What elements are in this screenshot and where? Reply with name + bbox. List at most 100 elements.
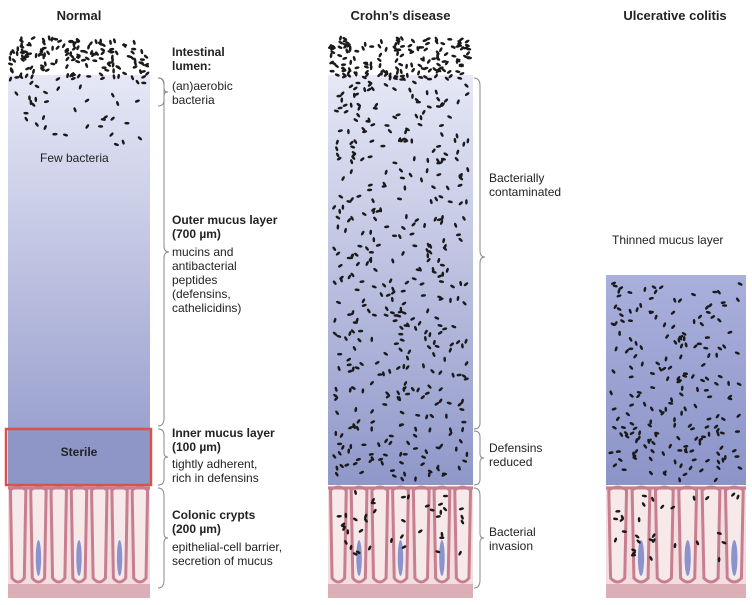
bacterium <box>369 139 375 143</box>
bracket-invasion <box>473 487 485 589</box>
bacterium <box>459 408 465 411</box>
bacterium <box>349 169 353 175</box>
bacterium <box>367 308 371 314</box>
bacterium <box>440 531 444 538</box>
bacterium <box>98 57 104 61</box>
bacterium <box>370 336 374 342</box>
bacterium <box>383 352 388 356</box>
crypt <box>700 485 722 584</box>
bacterium <box>124 121 130 125</box>
bacterium <box>434 73 438 79</box>
bacterium <box>380 70 383 76</box>
bacterium <box>141 75 147 79</box>
bacterium <box>719 445 724 450</box>
bacterium <box>429 199 433 205</box>
bacterium <box>436 173 442 177</box>
bacterium <box>708 303 713 308</box>
bacterium <box>9 50 13 56</box>
bacterium <box>369 61 373 67</box>
bacterium <box>46 50 50 56</box>
bacterium <box>441 472 448 476</box>
bacterium <box>405 127 410 132</box>
bacterium <box>388 440 393 446</box>
bacterium <box>109 132 114 137</box>
bacterium <box>432 339 436 345</box>
bacterium <box>419 46 425 49</box>
bacterium <box>651 533 656 538</box>
bacterium <box>458 507 464 511</box>
bacterium <box>458 64 464 68</box>
bacterium <box>614 321 618 326</box>
bacterium <box>620 319 625 323</box>
bacterium <box>613 517 619 521</box>
bacterium <box>71 58 76 62</box>
bacterium <box>344 336 348 341</box>
bacterium <box>457 76 463 80</box>
bacterium <box>342 103 348 107</box>
bacterium <box>384 306 389 312</box>
bacterium <box>363 61 369 65</box>
bacterium <box>85 62 89 68</box>
label-sterile: Sterile <box>60 445 98 459</box>
bacterium <box>653 289 658 295</box>
bacterium <box>734 351 740 355</box>
bacterium <box>649 556 653 561</box>
bacterium <box>346 73 352 78</box>
bacterium <box>402 453 408 456</box>
bacterium <box>658 285 664 290</box>
bacterium <box>140 70 146 73</box>
bacterium <box>449 342 454 347</box>
bacterium <box>367 117 371 123</box>
bacterium <box>389 469 396 472</box>
bacterium <box>80 49 86 53</box>
bacterium <box>32 68 35 74</box>
bacterium <box>651 440 656 446</box>
bacterium <box>111 92 115 98</box>
bacterium <box>425 41 430 46</box>
bacterium <box>101 66 107 70</box>
bacterium <box>400 534 404 539</box>
bacterium <box>639 345 643 351</box>
bacterium <box>426 308 430 314</box>
bacterium <box>337 442 343 446</box>
bacterium <box>340 63 347 67</box>
bacterium <box>419 282 425 286</box>
bacterium <box>717 318 722 323</box>
bacterium <box>658 409 664 414</box>
bacterium <box>134 99 140 103</box>
bacterium <box>417 320 422 326</box>
label-lumen-desc: (an)aerobic bacteria <box>172 79 233 107</box>
bacterium <box>353 139 358 144</box>
bacterium <box>352 55 356 62</box>
bacterium <box>632 426 638 431</box>
bacterium <box>411 38 415 44</box>
bacterium <box>14 91 19 96</box>
bacterium <box>355 550 361 554</box>
bacterium <box>619 313 624 317</box>
bacterium <box>431 270 437 274</box>
bacterium <box>131 47 137 51</box>
bacterium <box>43 52 46 58</box>
bacterium <box>355 425 360 431</box>
bacterium <box>28 41 32 47</box>
bacterium <box>712 290 718 294</box>
bacterium <box>342 38 348 43</box>
bacterium <box>24 73 29 79</box>
bacterium <box>717 374 723 379</box>
bacterium <box>460 519 465 525</box>
bacterium <box>414 218 420 223</box>
bacterium <box>444 60 449 66</box>
crypt <box>411 485 431 584</box>
bacterium <box>332 246 337 252</box>
bacterium <box>613 537 618 543</box>
bacterium <box>688 465 693 471</box>
bacterium <box>57 39 63 43</box>
bacterium <box>40 66 44 72</box>
bacterium <box>703 388 709 392</box>
bacterium <box>391 258 395 264</box>
bacterium <box>385 293 391 297</box>
bacterium <box>367 155 373 159</box>
bacterium <box>367 183 373 187</box>
bacterium <box>706 417 712 421</box>
bacterium <box>375 243 381 247</box>
